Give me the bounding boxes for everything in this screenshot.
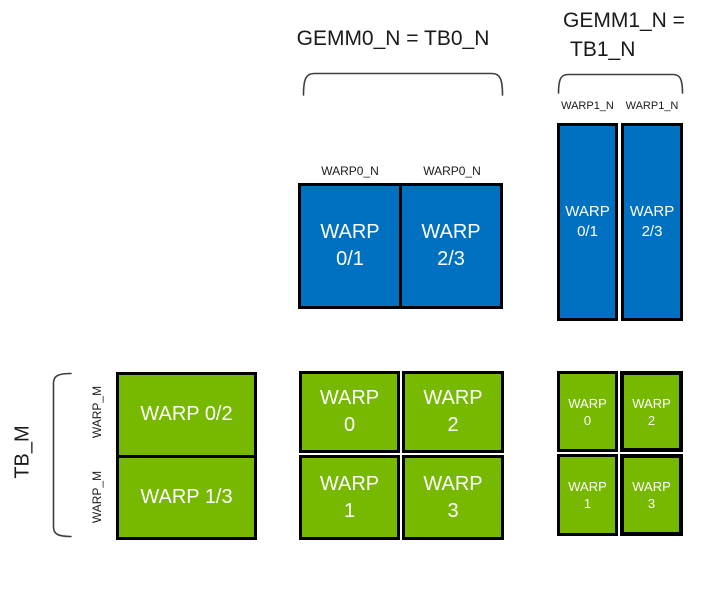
cell-line: 2/3 (641, 223, 663, 240)
gemm1-warp0-cell: WARP 0 (557, 371, 618, 452)
tb-m-label: TB_M (11, 425, 34, 479)
gemm1-n-title-line2: TB1_N (570, 38, 636, 61)
cell-line: 3 (647, 496, 656, 511)
gemm0-n-bracket (302, 70, 504, 96)
cell-line: 0 (343, 414, 356, 436)
gemm0-warp3-cell: WARP 3 (402, 455, 504, 540)
cell-line: WARP 0/2 (140, 403, 233, 426)
cell-line: 2 (447, 414, 459, 436)
gemm0-warp0-cell: WARP 0 (299, 371, 400, 453)
tb-m-bracket (50, 372, 72, 538)
gemm1-warp01-column: WARP 0/1 (557, 123, 618, 321)
tb-tile-warp02-row: WARP 0/2 (119, 375, 254, 455)
gemm0-warp1-cell: WARP 1 (299, 455, 400, 540)
cell-line: WARP (319, 472, 380, 495)
cell-line: WARP (421, 221, 481, 243)
warp0-n-label-0: WARP0_N (321, 164, 379, 178)
cell-line: WARP (632, 395, 671, 411)
cell-line: 2/3 (437, 248, 465, 270)
cell-line: 0/1 (577, 223, 598, 240)
gemm0-warp01-cell: WARP 0/1 (301, 186, 399, 306)
gemm1-n-title-line1: GEMM1_N = (563, 9, 685, 32)
gemm0-warp2-cell: WARP 2 (402, 371, 504, 453)
cell-line: 1 (343, 499, 356, 522)
warp0-n-label-1: WARP0_N (423, 164, 481, 178)
warp-m-label-1: WARP_M (90, 470, 104, 524)
gemm0-warp-grid: WARP 0 WARP 2 WARP 1 WARP 3 (299, 371, 504, 540)
cell-line: 0 (583, 412, 592, 428)
cell-line: WARP (568, 479, 607, 494)
tb-tile-warp13-row: WARP 1/3 (119, 454, 254, 537)
cell-line: 0/1 (336, 248, 364, 270)
warp-m-label-0: WARP_M (90, 385, 104, 439)
warp1-n-label-0: WARP1_N (561, 100, 614, 112)
cell-line: WARP (568, 395, 607, 411)
gemm0-accumulator-box: WARP 0/1 WARP 2/3 (298, 183, 503, 309)
cell-line: WARP 1/3 (140, 485, 233, 508)
gemm1-warp-grid: WARP 0 WARP 2 WARP 1 WARP 3 (557, 371, 683, 538)
cell-line: WARP (423, 387, 483, 409)
cell-line: WARP (319, 387, 380, 409)
gemm1-n-title: GEMM1_N = TB1_N (563, 6, 685, 64)
gemm0-warp23-cell: WARP 2/3 (399, 186, 500, 306)
gemm0-n-title: GEMM0_N = TB0_N (296, 27, 490, 50)
gemm1-n-bracket (557, 71, 684, 94)
warp1-n-label-1: WARP1_N (625, 100, 679, 112)
cell-line: WARP (320, 221, 380, 243)
cell-line: 3 (447, 499, 459, 522)
gemm1-warp2-cell: WARP 2 (620, 371, 683, 452)
cell-line: WARP (629, 203, 675, 220)
cell-line: WARP (565, 203, 610, 220)
tb-tile-box: WARP 0/2 WARP 1/3 (116, 372, 257, 540)
gemm1-warp1-cell: WARP 1 (557, 454, 618, 536)
cell-line: 2 (647, 412, 656, 428)
cell-line: WARP (423, 472, 483, 495)
gemm1-warp3-cell: WARP 3 (620, 454, 683, 536)
cell-line: 1 (583, 496, 592, 511)
cell-line: WARP (632, 479, 671, 494)
gemm1-warp23-column: WARP 2/3 (621, 123, 683, 321)
